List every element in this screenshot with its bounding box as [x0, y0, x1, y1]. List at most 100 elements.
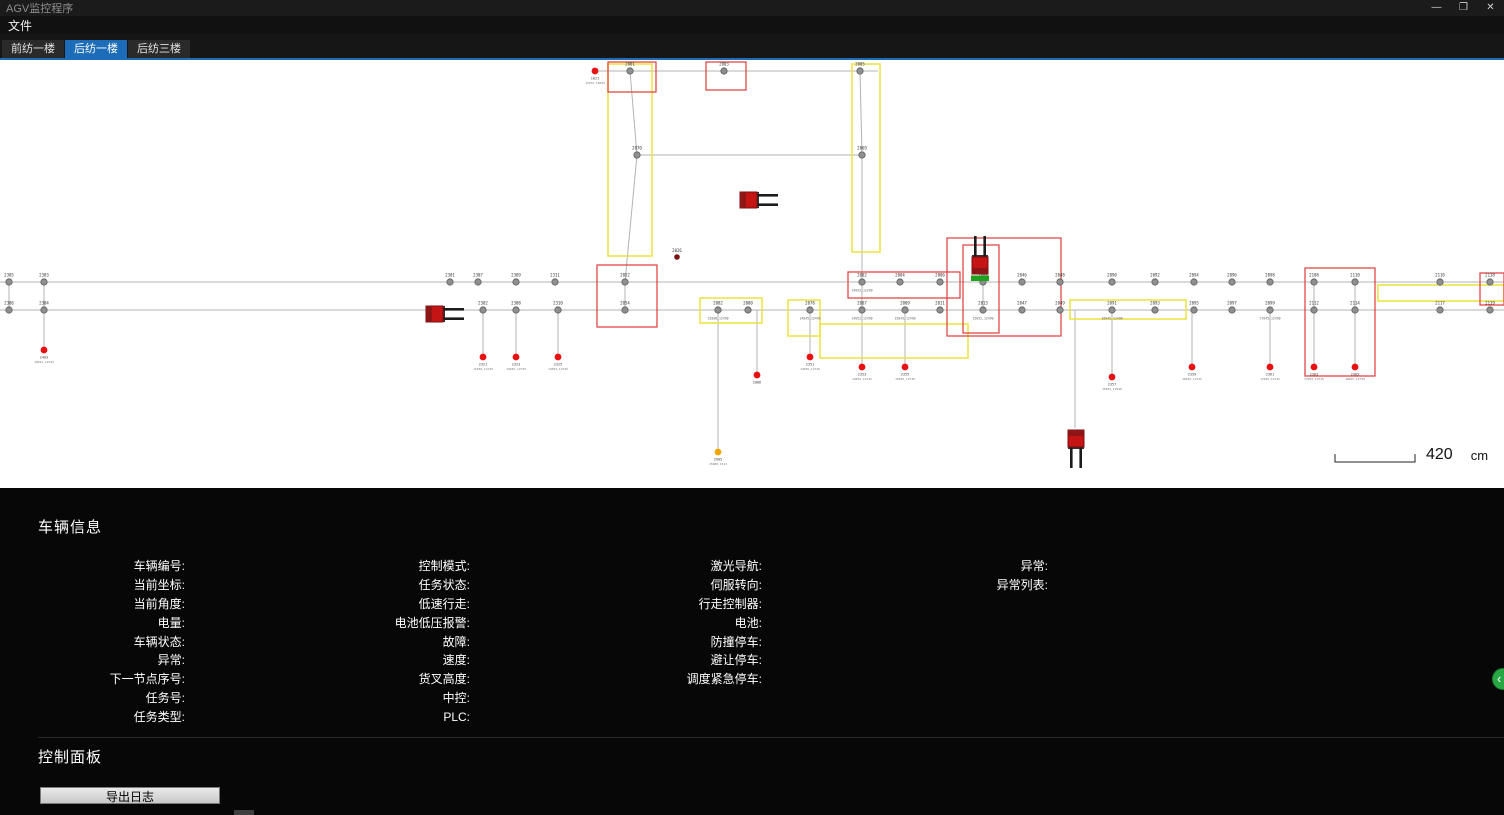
- map-node[interactable]: [626, 67, 634, 75]
- map-node[interactable]: [633, 151, 641, 159]
- map-node[interactable]: [1351, 306, 1359, 314]
- map-red-dot[interactable]: [806, 353, 814, 361]
- zone-yellow: [851, 63, 881, 253]
- map-red-dot[interactable]: [512, 353, 520, 361]
- map-node[interactable]: [621, 306, 629, 314]
- map-red-dot[interactable]: [753, 371, 761, 379]
- map-red-dot[interactable]: [1351, 363, 1359, 371]
- map-node[interactable]: [551, 278, 559, 286]
- agv-icon-1[interactable]: [739, 191, 778, 209]
- map-node[interactable]: [1151, 278, 1159, 286]
- tab-2[interactable]: 后纺三楼: [128, 40, 190, 58]
- map-node[interactable]: [621, 278, 629, 286]
- map-node[interactable]: [512, 306, 520, 314]
- map-node[interactable]: [858, 151, 866, 159]
- map-node[interactable]: [979, 306, 987, 314]
- map-node[interactable]: [474, 278, 482, 286]
- map-red-dot[interactable]: [591, 67, 599, 75]
- minimize-button[interactable]: —: [1431, 2, 1442, 13]
- map-node[interactable]: [896, 278, 904, 286]
- map-node[interactable]: [1310, 278, 1318, 286]
- map-red-dot[interactable]: [858, 363, 866, 371]
- map-node[interactable]: [479, 306, 487, 314]
- map-path-line: [624, 154, 638, 283]
- expand-panel-button[interactable]: ‹: [1492, 668, 1504, 690]
- map-node[interactable]: [720, 67, 728, 75]
- map-node[interactable]: [1266, 278, 1274, 286]
- map-node[interactable]: [554, 306, 562, 314]
- map-node[interactable]: [936, 278, 944, 286]
- map-node[interactable]: [901, 306, 909, 314]
- map-node[interactable]: [1310, 306, 1318, 314]
- agv-icon-0[interactable]: [425, 305, 464, 323]
- map-node[interactable]: [1228, 278, 1236, 286]
- map-node[interactable]: [1266, 306, 1274, 314]
- map-red-dot[interactable]: [554, 353, 562, 361]
- map-red-dot[interactable]: [479, 353, 487, 361]
- map-node[interactable]: [744, 306, 752, 314]
- map-node[interactable]: [512, 278, 520, 286]
- maximize-button[interactable]: ❐: [1459, 2, 1468, 13]
- map-node[interactable]: [1018, 306, 1026, 314]
- map-node[interactable]: [1436, 278, 1444, 286]
- map-node[interactable]: [5, 306, 13, 314]
- map-node[interactable]: [446, 278, 454, 286]
- map-node[interactable]: [1056, 278, 1064, 286]
- map-label: 15045,12490: [894, 317, 915, 321]
- map-label: 2091: [1107, 301, 1117, 306]
- map-label: 2403: [40, 356, 48, 360]
- info-field-label: 车辆状态:: [133, 634, 185, 649]
- map-label: 14052,12745: [852, 377, 872, 381]
- map-node[interactable]: [1190, 278, 1198, 286]
- tab-1[interactable]: 后纺一楼: [65, 40, 127, 58]
- map-node[interactable]: [1151, 306, 1159, 314]
- map-label: 2011: [935, 301, 945, 306]
- close-button[interactable]: ✕: [1486, 2, 1495, 13]
- menu-file[interactable]: 文件: [8, 18, 33, 33]
- zone-yellow: [1377, 284, 1504, 302]
- map-label: 2047: [1017, 301, 1027, 306]
- map-red-dot[interactable]: [1108, 373, 1116, 381]
- map-red-dot[interactable]: [1266, 363, 1274, 371]
- map-label: 2005: [855, 62, 865, 67]
- map-node[interactable]: [1190, 306, 1198, 314]
- export-log-button[interactable]: 导出日志: [40, 787, 220, 804]
- info-field-label: 下一节点序号:: [109, 672, 185, 687]
- map-label: 17045,12490: [1259, 317, 1280, 321]
- map-node[interactable]: [1108, 306, 1116, 314]
- map-node[interactable]: [1056, 306, 1064, 314]
- map-node[interactable]: [856, 67, 864, 75]
- map-node[interactable]: [858, 278, 866, 286]
- map-orange-dot[interactable]: [714, 448, 722, 456]
- map-label: 2007: [857, 301, 867, 306]
- agv-icon-3[interactable]: [1067, 429, 1085, 468]
- map-red-dot[interactable]: [1310, 363, 1318, 371]
- map-node[interactable]: [1228, 306, 1236, 314]
- map-red-dot[interactable]: [901, 363, 909, 371]
- map-node[interactable]: [806, 306, 814, 314]
- map-node[interactable]: [1018, 278, 1026, 286]
- info-panel: 车辆信息 车辆编号:当前坐标:当前角度:电量:车辆状态:异常:下一节点序号:任务…: [0, 488, 1504, 815]
- map-label: 2323: [512, 363, 520, 367]
- map-label: 15052,12590: [1102, 387, 1122, 391]
- map-node[interactable]: [40, 306, 48, 314]
- map-node[interactable]: [936, 306, 944, 314]
- map-node[interactable]: [714, 306, 722, 314]
- agv-icon-2[interactable]: [971, 236, 989, 281]
- map-red-dot[interactable]: [1188, 363, 1196, 371]
- map-node[interactable]: [1108, 278, 1116, 286]
- map-red-dot[interactable]: [40, 346, 48, 354]
- tab-0[interactable]: 前纺一楼: [2, 40, 64, 58]
- map-node[interactable]: [1486, 278, 1494, 286]
- map-label: 2009: [900, 301, 910, 306]
- map-node[interactable]: [5, 278, 13, 286]
- info-field-label: 任务状态:: [418, 577, 470, 592]
- map-node[interactable]: [1486, 306, 1494, 314]
- map-node[interactable]: [1436, 306, 1444, 314]
- map-dark-dot[interactable]: [674, 254, 680, 260]
- map-node[interactable]: [40, 278, 48, 286]
- map-node[interactable]: [858, 306, 866, 314]
- map-node[interactable]: [1351, 278, 1359, 286]
